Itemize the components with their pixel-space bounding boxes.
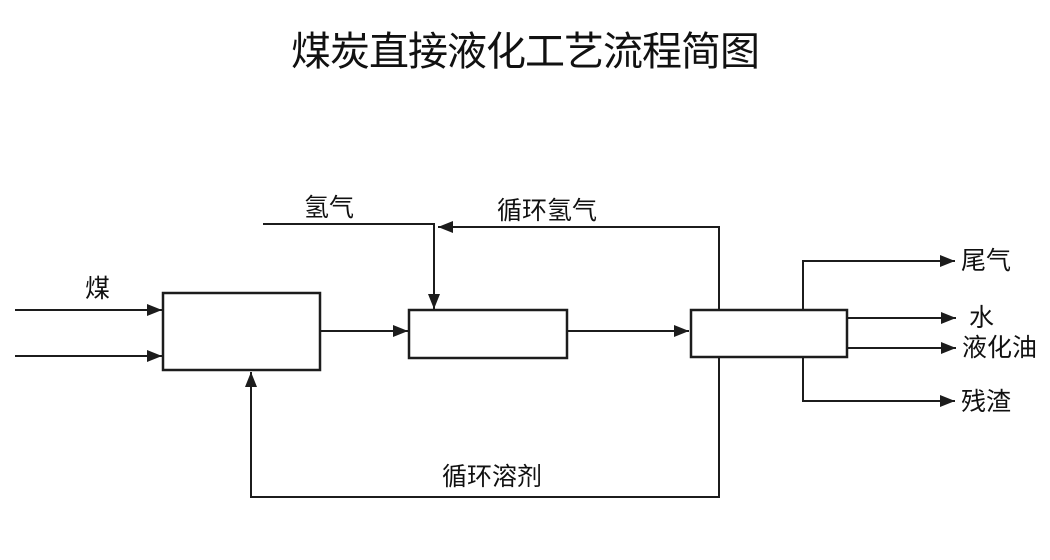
residue-line [802, 357, 955, 407]
recycle-solvent-label: 循环溶剂 [442, 463, 543, 491]
tail-gas-line [802, 255, 955, 310]
process-box-1 [161, 291, 322, 372]
process-box-2 [407, 308, 569, 360]
hydrogen-label: 氢气 [304, 194, 355, 222]
water-label: 水 [969, 304, 995, 332]
residue-label: 残渣 [961, 388, 1012, 416]
recycle-hydrogen-label: 循环氢气 [497, 197, 598, 225]
diagram-title: 煤炭直接液化工艺流程简图 [291, 30, 760, 74]
hydrogen-feed-line [263, 223, 440, 309]
recycle-solvent-line [245, 357, 720, 498]
liquefied-oil-label: 液化油 [962, 334, 1038, 362]
coal-label: 煤 [85, 275, 111, 303]
recycle-hydrogen-line [438, 221, 720, 310]
process-box-3 [689, 308, 849, 359]
tail-gas-label: 尾气 [961, 247, 1012, 275]
